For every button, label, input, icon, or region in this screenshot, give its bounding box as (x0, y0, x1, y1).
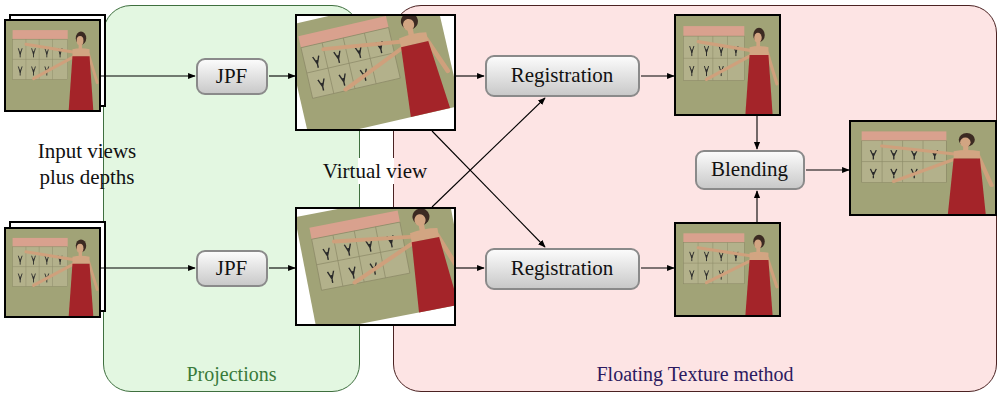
flow-arrow (641, 267, 674, 268)
registered-image (675, 223, 780, 316)
flow-arrow (641, 75, 674, 76)
process-box: Registration (485, 55, 640, 97)
flow-arrow (456, 267, 484, 268)
virtual-image (295, 188, 469, 332)
registered-image (675, 15, 780, 115)
box-label: JPF (216, 256, 248, 281)
flow-arrow (756, 191, 757, 222)
output-image (850, 121, 996, 215)
virtual-image (283, 0, 460, 140)
input-image (5, 222, 105, 317)
process-box: JPF (196, 58, 268, 95)
flow-arrow (101, 75, 195, 76)
box-label: Blending (711, 157, 788, 182)
region-label: Floating Texture method (596, 363, 793, 386)
flow-arrow (756, 116, 757, 149)
process-box: JPF (196, 250, 268, 287)
flow-arrow (432, 98, 545, 207)
flow-arrow (269, 267, 295, 268)
process-box: Registration (485, 248, 640, 290)
flow-arrow (432, 131, 545, 247)
annotation-label: Input views plus depths (20, 138, 154, 191)
box-label: Registration (511, 63, 614, 88)
region-label: Projections (187, 363, 277, 386)
flow-arrow (269, 75, 295, 76)
flow-arrow (101, 76, 849, 268)
box-label: JPF (216, 64, 248, 89)
flow-arrow (456, 75, 484, 76)
box-label: Registration (511, 256, 614, 281)
input-image (5, 15, 105, 111)
flow-arrow (101, 267, 195, 268)
flow-arrow (806, 169, 849, 170)
process-box: Blending (695, 150, 805, 190)
annotation-label: Virtual view (303, 158, 447, 184)
